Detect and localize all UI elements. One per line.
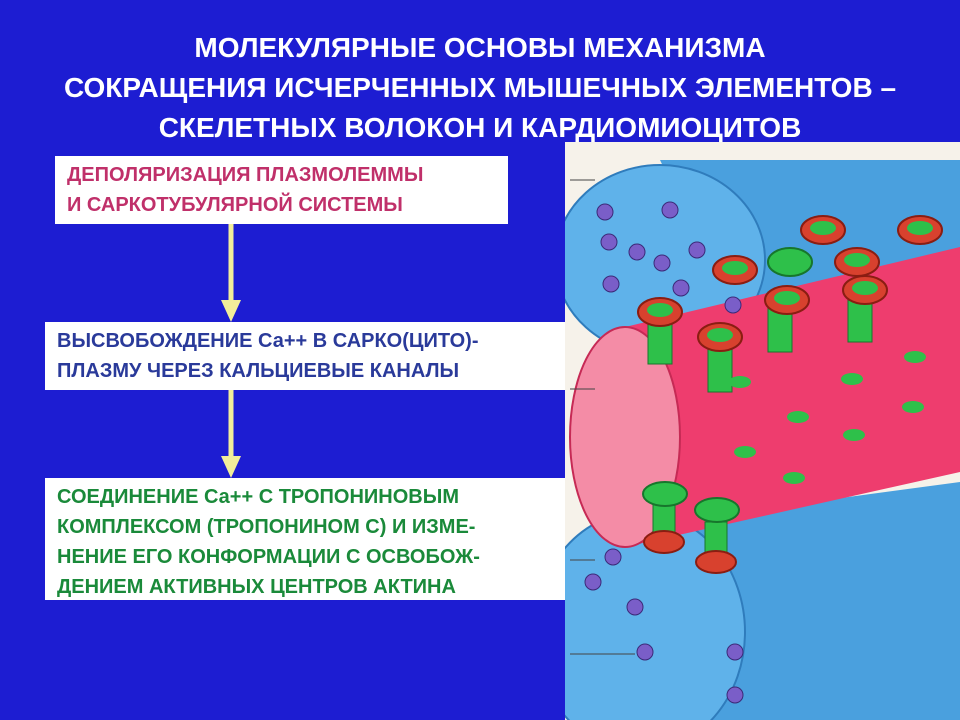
triad-illustration — [565, 142, 960, 720]
step-3-line-4: ДЕНИЕМ АКТИВНЫХ ЦЕНТРОВ АКТИНА — [57, 576, 456, 598]
title-line-3: СКЕЛЕТНЫХ ВОЛОКОН И КАРДИОМИОЦИТОВ — [158, 112, 802, 143]
step-troponin-binding-box: СОЕДИНЕНИЕ Са++ С ТРОПОНИНОВЫМ КОМПЛЕКСО… — [45, 478, 575, 600]
calcium-ions — [584, 201, 744, 704]
step-2-line-1: ВЫСВОБОЖДЕНИЕ Са++ В САРКО(ЦИТО)- — [57, 330, 479, 352]
title-line-2: СОКРАЩЕНИЯ ИСЧЕРЧЕННЫХ МЫШЕЧНЫХ ЭЛЕМЕНТО… — [63, 72, 897, 103]
step-calcium-release-box: ВЫСВОБОЖДЕНИЕ Са++ В САРКО(ЦИТО)- ПЛАЗМУ… — [45, 322, 575, 390]
arrow-step1-to-step2 — [221, 224, 241, 322]
step-3-line-3: НЕНИЕ ЕГО КОНФОРМАЦИИ С ОСВОБОЖ- — [57, 546, 480, 568]
step-1-line-1: ДЕПОЛЯРИЗАЦИЯ ПЛАЗМОЛЕММЫ — [67, 164, 424, 186]
arrow-step2-to-step3 — [221, 390, 241, 478]
step-2-line-2: ПЛАЗМУ ЧЕРЕЗ КАЛЬЦИЕВЫЕ КАНАЛЫ — [57, 360, 460, 382]
title-line-1: МОЛЕКУЛЯРНЫЕ ОСНОВЫ МЕХАНИЗМА — [194, 32, 766, 63]
lower-calcium-channels — [642, 481, 740, 574]
step-3-line-1: СОЕДИНЕНИЕ Са++ С ТРОПОНИНОВЫМ — [57, 486, 459, 508]
slide-title: МОЛЕКУЛЯРНЫЕ ОСНОВЫ МЕХАНИЗМА СОКРАЩЕНИЯ… — [0, 28, 960, 148]
reticulum-spots — [729, 351, 926, 484]
step-1-line-2: И САРКОТУБУЛЯРНОЙ СИСТЕМЫ — [67, 194, 403, 216]
step-3-line-2: КОМПЛЕКСОМ (ТРОПОНИНОМ С) И ИЗМЕ- — [57, 516, 476, 538]
upper-calcium-channels — [637, 215, 943, 393]
step-depolarization-box: ДЕПОЛЯРИЗАЦИЯ ПЛАЗМОЛЕММЫ И САРКОТУБУЛЯР… — [55, 156, 508, 224]
pointer-lines — [570, 179, 635, 655]
